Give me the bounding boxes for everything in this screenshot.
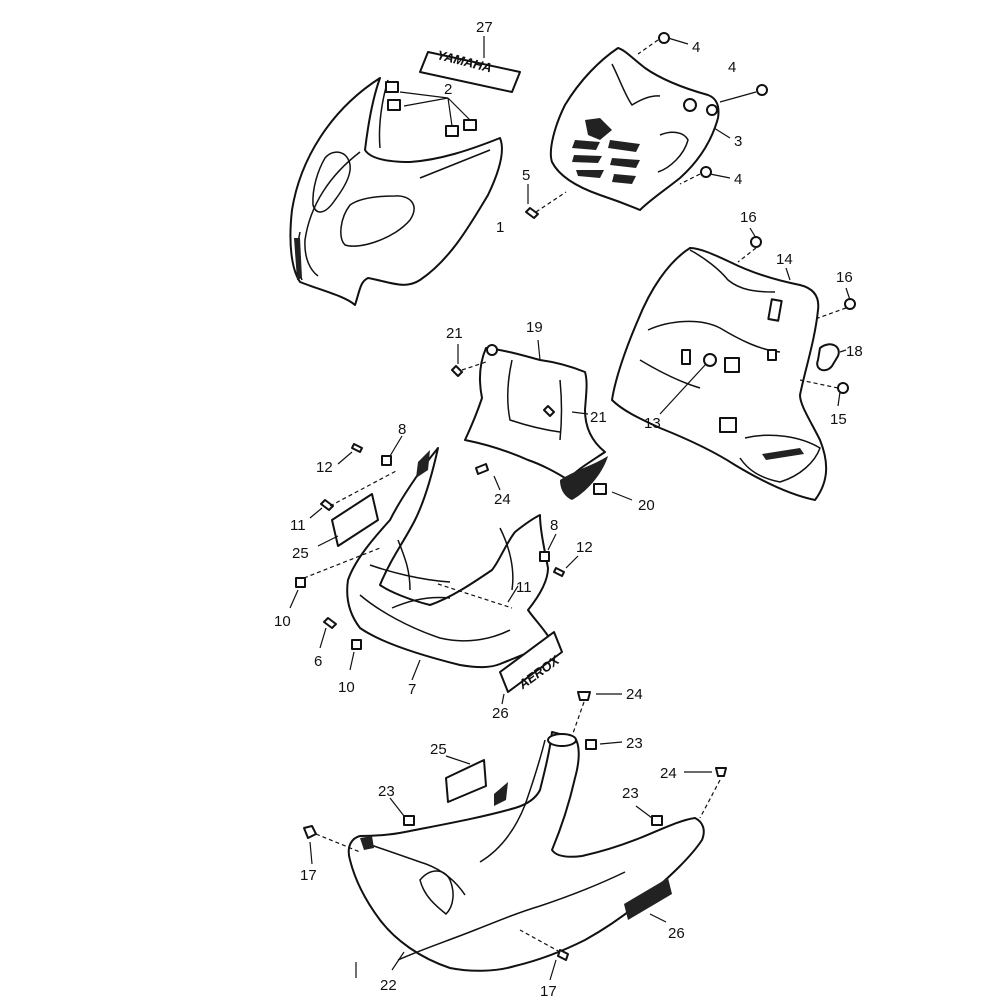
callout-14: 13 bbox=[644, 415, 661, 432]
callout-3: 3 bbox=[734, 133, 742, 150]
callout-1: 1 bbox=[496, 219, 504, 236]
callout-labels: 27 2 1 4 4 3 4 5 16 14 16 18 15 13 21 19… bbox=[274, 19, 863, 1000]
callout-26-left: 25 bbox=[292, 545, 309, 562]
callout-21-left: 21 bbox=[446, 325, 463, 342]
callout-19: 19 bbox=[526, 319, 543, 336]
callout-25-lower: 26 bbox=[668, 925, 685, 942]
callout-4-bottom: 4 bbox=[734, 171, 742, 188]
callout-13: 14 bbox=[776, 251, 793, 268]
callout-16-right: 16 bbox=[836, 269, 853, 286]
callout-2: 2 bbox=[444, 81, 452, 98]
inner-rear-panel-part-13 bbox=[611, 247, 828, 501]
callout-6: 7 bbox=[408, 681, 416, 698]
callout-11-left: 11 bbox=[290, 517, 306, 534]
callout-25-upper: 25 bbox=[430, 741, 447, 758]
callout-22: 22 bbox=[380, 977, 397, 994]
callout-16-left: 16 bbox=[740, 209, 757, 226]
callout-5: 5 bbox=[522, 167, 530, 184]
callout-8-left: 8 bbox=[398, 421, 406, 438]
callout-23-right: 23 bbox=[626, 735, 643, 752]
fastener-group-part-22 bbox=[303, 691, 727, 961]
decal-part-25-lower bbox=[624, 878, 672, 920]
callout-12-right: 12 bbox=[576, 539, 593, 556]
nut-part-2-group bbox=[385, 81, 477, 137]
callout-18: 18 bbox=[846, 343, 863, 360]
callout-8-right: 8 bbox=[550, 517, 558, 534]
callout-4-right: 4 bbox=[728, 59, 736, 76]
callout-15: 15 bbox=[830, 411, 847, 428]
callout-23-center: 23 bbox=[622, 785, 639, 802]
callout-17-bottom: 17 bbox=[540, 983, 557, 1000]
inner-front-panel-part-3 bbox=[549, 47, 720, 211]
callout-24-lower: 24 bbox=[660, 765, 677, 782]
callout-17-left: 17 bbox=[300, 867, 317, 884]
callout-24-mid: 24 bbox=[494, 491, 511, 508]
callout-23-left: 23 bbox=[378, 783, 395, 800]
callout-21-right: 21 bbox=[590, 409, 607, 426]
grommet-part-18 bbox=[816, 343, 840, 372]
callout-24-upper: 24 bbox=[626, 686, 643, 703]
callout-26-right: 26 bbox=[492, 705, 509, 722]
lower-front-cover-part-6 bbox=[346, 447, 553, 669]
callout-10-upper: 10 bbox=[274, 613, 291, 630]
yamaha-decal-part-27: YAMAHA bbox=[419, 47, 521, 93]
fastener-group-part-6 bbox=[295, 443, 565, 650]
callout-20: 20 bbox=[638, 497, 655, 514]
decal-part-25-upper bbox=[445, 759, 487, 803]
callout-7: 6 bbox=[314, 653, 322, 670]
screw-part-4-group bbox=[658, 32, 768, 178]
callout-10-lower: 10 bbox=[338, 679, 355, 696]
callout-4-top: 4 bbox=[692, 39, 700, 56]
callout-12-left: 12 bbox=[316, 459, 333, 476]
bracket-part-19 bbox=[464, 344, 608, 500]
callout-11-right: 11 bbox=[516, 579, 532, 596]
callout-27: 27 bbox=[476, 19, 493, 36]
front-cowl-part-1 bbox=[289, 77, 503, 306]
lower-body-panel-part-22 bbox=[347, 731, 705, 972]
